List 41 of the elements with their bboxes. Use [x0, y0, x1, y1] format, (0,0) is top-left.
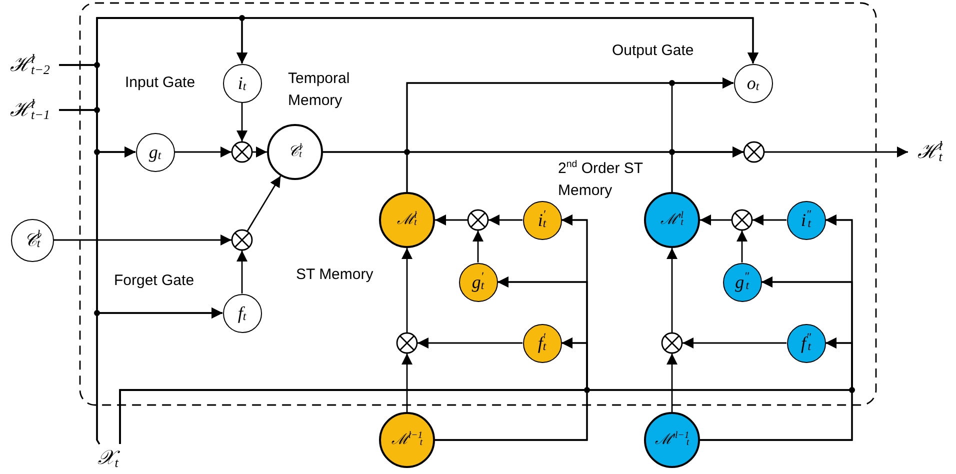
- arrow: [402, 354, 412, 412]
- multiply-symbol: [467, 209, 489, 231]
- arrow: [246, 176, 282, 232]
- gate-circle: g$_{t}$: [136, 132, 174, 172]
- arrow: [682, 338, 786, 348]
- arrow: [174, 146, 232, 158]
- section-label: Input Gate: [125, 73, 196, 93]
- arrow: [435, 338, 588, 441]
- multiply-symbol: [231, 229, 253, 251]
- arrow: [752, 214, 786, 226]
- section-label: ST Memory: [296, 265, 374, 285]
- arrow: [764, 146, 908, 158]
- multiply-symbol: [396, 332, 418, 354]
- multiply-symbol: [743, 141, 765, 163]
- arrow: [666, 248, 678, 332]
- arrow: [236, 250, 248, 294]
- gate-circle: o$_{t}$: [734, 64, 772, 102]
- section-label: Output Gate: [612, 41, 694, 61]
- arrow: [700, 214, 732, 226]
- arrow: [488, 214, 522, 226]
- multiply-symbol: [661, 332, 683, 354]
- arrow: [666, 354, 678, 412]
- arrow: [736, 230, 748, 262]
- arrow: [671, 78, 734, 192]
- arrow: [59, 109, 222, 318]
- arrow: [700, 338, 853, 441]
- gate-circle: f$_{t}$: [222, 294, 262, 332]
- arrow: [236, 102, 248, 142]
- arrow: [402, 248, 412, 332]
- gate-circle: i$_{t}$: [222, 64, 262, 102]
- arrow: [435, 214, 468, 226]
- math-symbol: 𝒳$_{t}$: [91, 444, 125, 472]
- multiply-symbol: [731, 209, 753, 231]
- section-label: Forget Gate: [114, 271, 194, 291]
- section-label: 2$^{nd}$ Order ST Memory: [558, 158, 644, 201]
- arrow: [472, 230, 484, 262]
- multiply-symbol: [231, 141, 253, 163]
- section-label: Temporal Memory: [288, 69, 351, 111]
- arrow: [54, 234, 232, 246]
- arrow: [252, 146, 267, 158]
- arrow: [418, 338, 522, 348]
